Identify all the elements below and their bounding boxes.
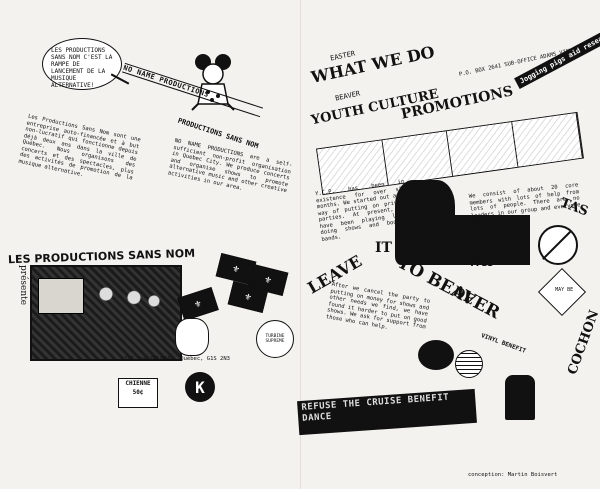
globe-icon [455, 350, 483, 378]
no-sign-icon [538, 225, 578, 265]
cartoon-mouse-icon [191, 54, 235, 111]
comic-panel [511, 112, 583, 167]
present-label: présente [18, 265, 28, 306]
cartoon-face-icon [175, 318, 209, 356]
photo-figures [90, 280, 170, 350]
left-page: LES PRODUCTIONS SANS NOM C'EST LA RAMPE … [7, 38, 294, 408]
chienne-label: CHIENNE [125, 380, 151, 387]
photo-house [38, 278, 84, 314]
quebec-flag-icon: ⚜ [177, 287, 219, 321]
credit-line: conception: Martin Boisvert [468, 472, 558, 478]
comic-panel [382, 131, 454, 185]
turbine-sticker: TURBINE SUPREME [256, 320, 294, 358]
speech-bubble: LES PRODUCTIONS SANS NOM C'EST LA RAMPE … [42, 38, 122, 90]
page-title: LES PRODUCTIONS SANS NOM [7, 246, 196, 267]
group-silhouettes [420, 215, 530, 265]
right-page [300, 0, 600, 489]
fist-icon [505, 375, 535, 420]
k-records-icon: K [185, 372, 215, 402]
may-label: MAY BE [555, 286, 574, 293]
address: 326 rue DOLBEAU, Québec, G1S 2N3 [124, 356, 230, 362]
chienne-sticker: CHIENNE 50¢ [118, 378, 158, 408]
comic-panel [446, 122, 518, 176]
crown-icon [418, 340, 454, 370]
wh-heading: WH [468, 255, 493, 269]
chienne-price: 50¢ [132, 389, 144, 396]
it-heading: IT [375, 240, 392, 256]
paragraph-french: Les Productions Sans Nom sont une entrep… [17, 113, 142, 182]
